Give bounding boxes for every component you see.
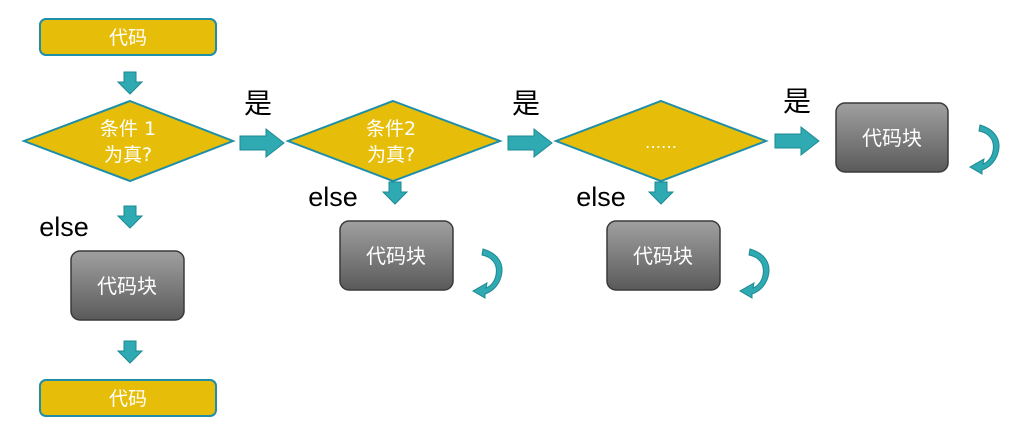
arrow-cond1-to-block1 [117,205,143,229]
arrow-cond3-to-block3 [648,181,674,205]
code-block-2-rect [339,220,454,291]
else-label-2: else [308,182,358,212]
code-block-3-label: 代码块 [633,244,693,268]
arrow-start-to-cond1 [117,71,143,95]
arrow-cond1-to-cond2 [239,128,285,158]
code-block-3: 代码块 [606,220,721,291]
else-label-1: else [39,212,89,242]
start-code-box: 代码 [39,18,217,56]
end-code-rect [39,379,217,417]
end-code-label: 代码 [109,388,147,410]
arrow-cond2-to-block2 [382,181,408,205]
loop-arrow-2 [472,248,503,299]
loop-arrow-4 [969,124,1000,175]
code-block-3-rect [606,220,721,291]
yes-label-3: 是 [783,86,811,117]
code-block-1: 代码块 [70,250,185,321]
code-block-1-label: 代码块 [97,274,157,298]
condition-2-line1: 条件2 [366,118,416,140]
start-code-rect [39,18,217,56]
arrow-cond3-to-block4 [774,126,820,156]
yes-label-1: 是 [244,88,272,119]
code-block-4-rect [835,102,949,173]
code-block-2: 代码块 [339,220,454,291]
start-code-label: 代码 [109,27,147,49]
condition-3-label: …… [645,133,677,152]
else-label-3: else [576,182,626,212]
condition-3-diamond: …… [553,99,769,183]
condition-2-line2: 为真? [367,144,415,166]
condition-1-line2: 为真? [104,144,152,166]
arrow-cond2-to-cond3 [507,128,553,158]
code-block-4: 代码块 [835,102,949,173]
code-block-4-label: 代码块 [862,126,922,150]
condition-1-diamond: 条件 1 为真? [21,99,236,183]
condition-1-shape [21,99,236,183]
yes-label-2: 是 [512,88,540,119]
end-code-box: 代码 [39,379,217,417]
condition-2-shape [285,99,503,183]
code-block-2-label: 代码块 [366,244,426,268]
condition-3-shape [553,99,769,183]
condition-2-diamond: 条件2 为真? [285,99,503,183]
condition-1-line1: 条件 1 [100,118,156,140]
arrow-block1-to-end [117,340,143,364]
loop-arrow-3 [739,248,770,299]
code-block-1-rect [70,250,185,321]
